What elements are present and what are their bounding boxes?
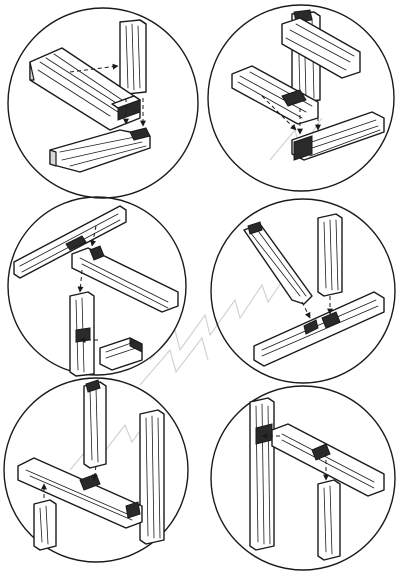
watermark-lines <box>69 117 323 471</box>
joint-panel-6 <box>210 385 396 571</box>
joint-panel-4 <box>210 198 396 384</box>
panel-2-circle <box>207 4 395 192</box>
panel-4-circle <box>210 198 396 384</box>
panel-2-left-beam <box>231 65 319 125</box>
joint-panel-2 <box>207 4 395 192</box>
panel-4-sill-beam <box>253 291 385 367</box>
panel-5-lower-post <box>33 499 57 551</box>
joint-panel-1 <box>7 7 199 199</box>
panel-1-post <box>119 19 147 95</box>
panel-5-right-post <box>139 409 165 545</box>
joint-panel-5 <box>3 377 189 563</box>
panel-3-circle <box>7 196 187 376</box>
panel-3-tenon-block <box>99 337 143 371</box>
panel-5-top-post <box>83 379 107 469</box>
panel-2-top-beam <box>281 17 361 79</box>
panel-6-left-post <box>249 397 275 551</box>
panel-2-lower-block <box>291 111 385 161</box>
panel-3-second-beam <box>71 245 179 313</box>
panel-3-post <box>69 291 95 377</box>
panel-5-beam <box>17 457 143 529</box>
panel-6-circle <box>210 385 396 571</box>
panel-3-top-beam <box>13 205 127 279</box>
panel-1-circle <box>7 7 199 199</box>
panel-4-post <box>317 213 343 297</box>
panel-4-diagonal-brace <box>243 221 313 305</box>
panel-6-beam <box>271 423 385 497</box>
panel-1-lower-beam <box>49 127 151 173</box>
panel-1-beam <box>29 47 141 131</box>
panel-5-circle <box>3 377 189 563</box>
joint-panel-3 <box>7 196 187 377</box>
panel-6-lower-post <box>317 479 341 561</box>
